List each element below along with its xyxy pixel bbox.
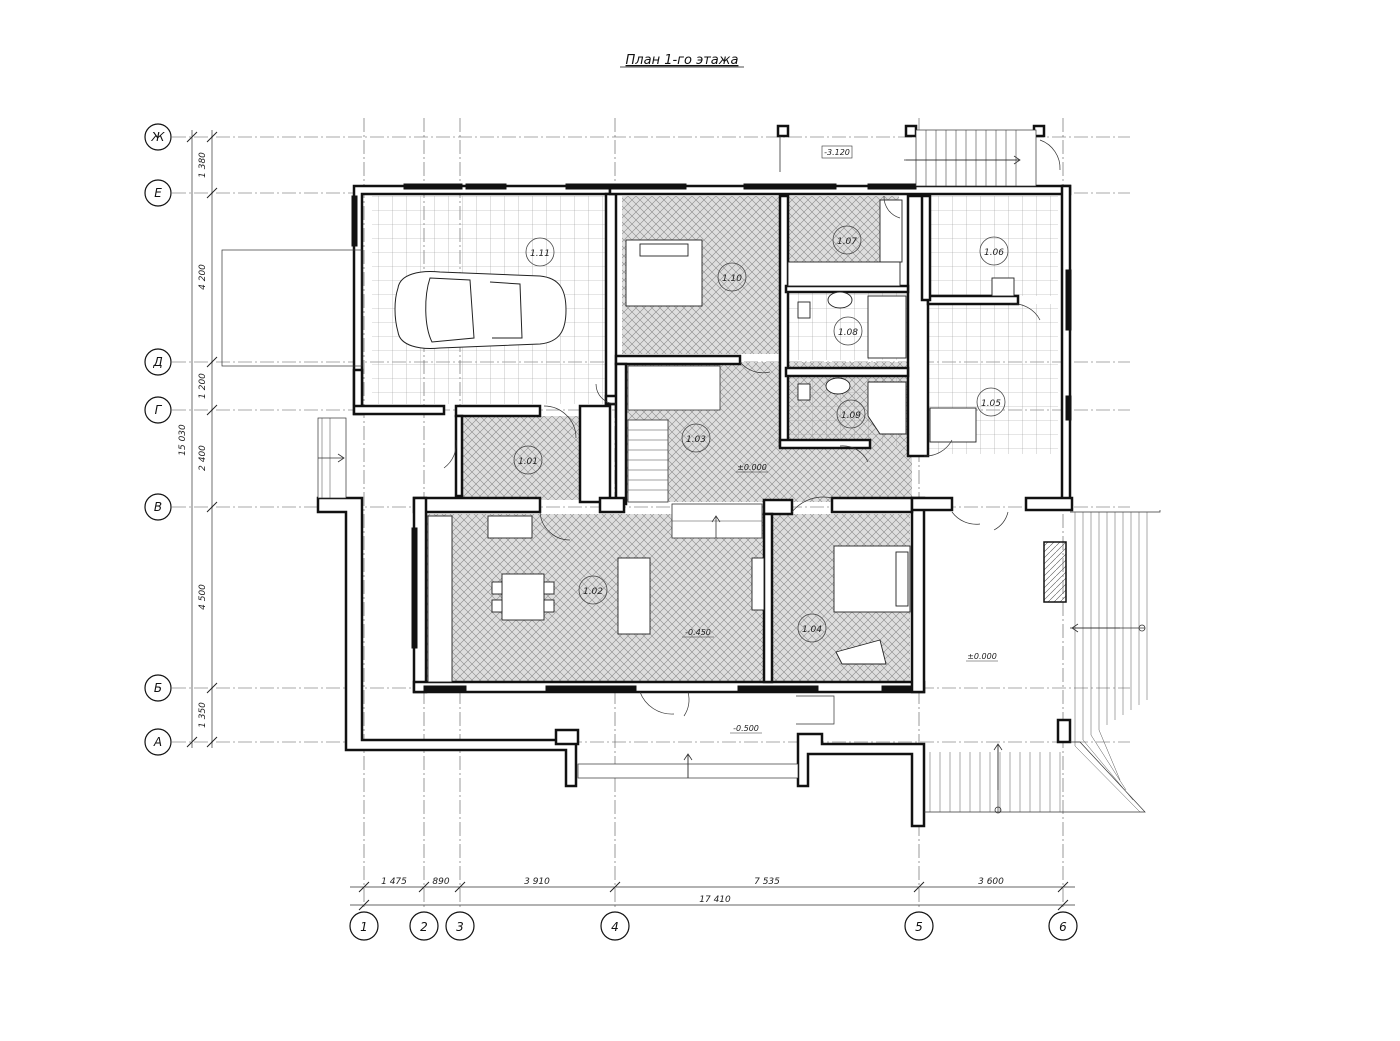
room-number: 1.09 — [841, 411, 861, 421]
axis-label: 3 — [456, 920, 464, 934]
dimension-text: 4 200 — [198, 264, 208, 290]
room-marker — [797, 613, 827, 643]
floor-finishes — [372, 196, 1058, 682]
kitchen-counter — [427, 515, 453, 683]
axis-bubble — [144, 396, 172, 424]
washbasin-109 — [825, 377, 851, 395]
axis-label: Г — [155, 403, 163, 417]
room-marker — [578, 575, 608, 605]
dimension-total: 15 030 — [178, 424, 188, 456]
walls — [316, 124, 1074, 828]
axis-label: Д — [152, 355, 162, 369]
axis-bubble — [144, 493, 172, 521]
living-102-floor — [426, 514, 764, 682]
stair-flight — [627, 419, 669, 503]
room-marker — [513, 445, 543, 475]
room-number: 1.02 — [583, 587, 603, 597]
room-marker — [832, 225, 862, 255]
axis-label: 6 — [1059, 920, 1067, 934]
axis-bubble — [409, 911, 439, 941]
horizontal-axis-markers: 1 2 3 4 5 6 — [349, 911, 1078, 941]
axis-label: А — [153, 735, 162, 749]
axis-bubble — [445, 911, 475, 941]
bottom-dimension-chain: 1 475 890 3 910 7 535 3 600 17 410 — [350, 877, 1075, 911]
room-number: 1.05 — [981, 399, 1001, 409]
axis-bubble — [144, 348, 172, 376]
dimension-text: 1 200 — [198, 373, 208, 399]
car-icon — [394, 271, 567, 349]
axis-label: 4 — [611, 920, 619, 934]
room-number: 1.07 — [837, 237, 857, 247]
room-marker — [979, 236, 1009, 266]
room-marker — [976, 387, 1006, 417]
axis-bubble — [1048, 911, 1078, 941]
axis-bubble — [144, 123, 172, 151]
terrace-column — [1043, 541, 1067, 603]
room-marker — [717, 262, 747, 292]
room-number: 1.11 — [530, 249, 550, 259]
room-marker — [833, 316, 863, 346]
axis-label: Ж — [151, 130, 166, 144]
doors — [443, 139, 1061, 725]
axis-bubble — [349, 911, 379, 941]
dimension-text: 1 475 — [381, 877, 407, 887]
dimension-text: 1 350 — [198, 702, 208, 728]
room-number: 1.10 — [722, 274, 742, 284]
room-marker — [525, 237, 555, 267]
plan-title: План 1-го этажа — [626, 53, 739, 68]
level-mark: ±0.000 — [967, 652, 997, 661]
garage-gate — [221, 249, 363, 367]
axis-bubble — [904, 911, 934, 941]
sofa — [617, 557, 651, 635]
level-mark: -0.500 — [733, 724, 759, 733]
windows — [351, 183, 1072, 692]
dimension-text: 3 600 — [978, 877, 1004, 887]
vertical-axis-markers: Ж Е Д Г В Б А — [144, 123, 172, 756]
dimension-text: 2 400 — [198, 445, 208, 471]
stair-void — [627, 365, 721, 411]
dimension-text: 3 910 — [524, 877, 550, 887]
desk-105 — [929, 407, 977, 443]
level-marks: -3.120 ±0.000 -0.450 ±0.000 -0.500 — [682, 145, 998, 734]
room-marker — [836, 399, 866, 429]
dimension-text: 4 500 — [198, 584, 208, 610]
room-number: 1.08 — [838, 328, 858, 338]
washbasin-108 — [827, 291, 853, 309]
axis-bubble — [600, 911, 630, 941]
level-mark: -0.450 — [685, 628, 711, 637]
left-dimension-chain: 1 380 4 200 1 200 2 400 4 500 1 350 15 0… — [178, 130, 218, 748]
dimension-text: 7 535 — [754, 877, 780, 887]
stair-arrows — [318, 136, 1120, 790]
room-number: 1.03 — [686, 435, 706, 445]
room-markers: 1.11 1.10 1.07 1.06 1.08 1.09 1.05 1.03 … — [513, 225, 1009, 643]
axis-label: 1 — [360, 920, 368, 934]
axis-bubble — [144, 728, 172, 756]
room-number: 1.06 — [984, 248, 1004, 258]
furniture — [427, 199, 1015, 683]
level-mark: -3.120 — [824, 148, 850, 157]
axis-bubble — [144, 674, 172, 702]
dimension-text: 890 — [432, 877, 449, 887]
room-marker — [681, 423, 711, 453]
dimension-text: 1 380 — [198, 152, 208, 178]
room-number: 1.01 — [518, 457, 538, 467]
dimension-total: 17 410 — [699, 895, 731, 905]
room-number: 1.04 — [802, 625, 822, 635]
axis-bubble — [144, 179, 172, 207]
axis-label: Б — [154, 681, 162, 695]
level-mark: ±0.000 — [737, 463, 767, 472]
room-101-floor — [460, 416, 584, 500]
dining-table — [501, 573, 545, 621]
axis-label: 2 — [420, 920, 428, 934]
axis-label: В — [154, 500, 162, 514]
axis-label: 5 — [915, 920, 923, 934]
bathtub-108 — [867, 295, 907, 359]
axis-label: Е — [154, 186, 162, 200]
